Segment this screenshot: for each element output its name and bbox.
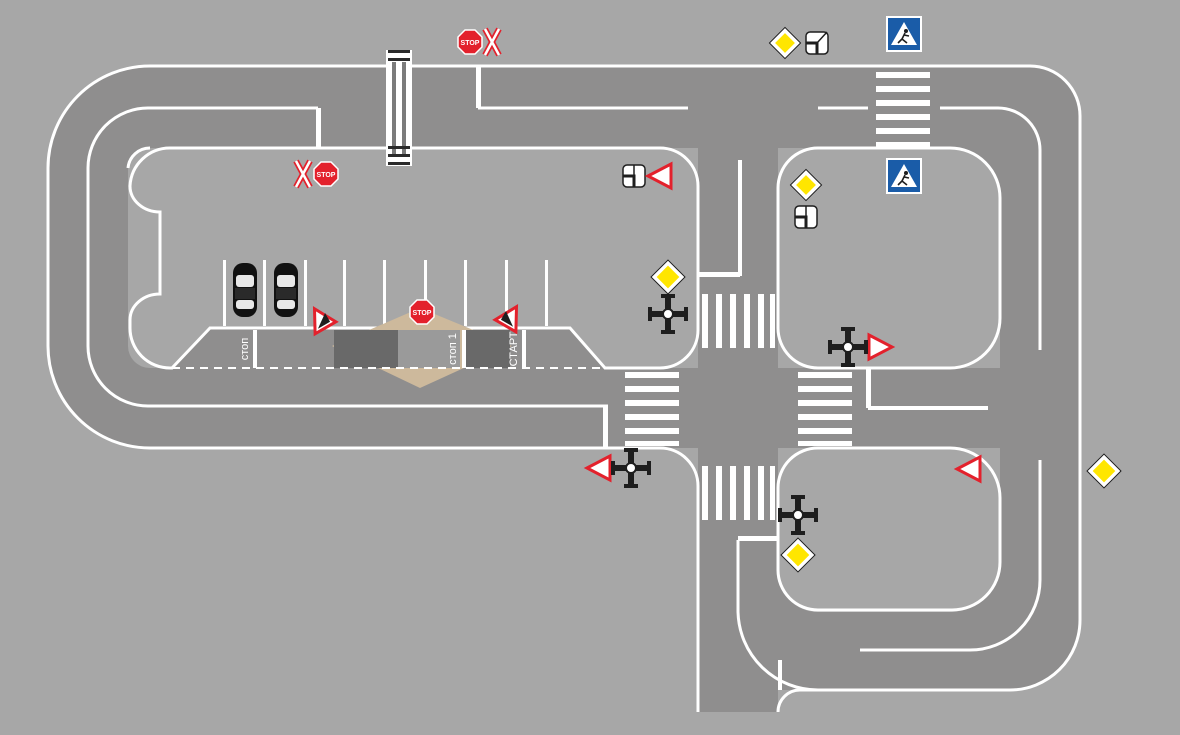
parked-car	[233, 263, 257, 317]
main-road-sign	[789, 168, 823, 202]
crosswalk-west	[625, 372, 679, 446]
parked-car	[274, 263, 298, 317]
main-road-sign	[650, 259, 686, 295]
yield-sign	[644, 161, 673, 191]
island-lower-right	[776, 446, 1002, 612]
main-road-direction-sign	[794, 205, 818, 229]
start-label: СТАРТ	[508, 331, 520, 366]
traffic-islands	[128, 146, 1002, 612]
stop-1-label: стоп 1	[447, 333, 459, 365]
yield-sign	[953, 454, 982, 484]
island-main	[128, 146, 700, 370]
crosswalk-south	[702, 466, 775, 520]
stop-sign: STOP	[313, 161, 339, 187]
pedestrian-crossing-sign	[886, 16, 922, 52]
stop-lines	[316, 66, 988, 690]
svg-text:STOP: STOP	[413, 310, 432, 317]
ramp-lines	[253, 330, 526, 368]
railway-crossing	[386, 50, 412, 166]
yield-sign	[867, 332, 896, 362]
stop-sign: STOP	[409, 299, 435, 325]
main-road-direction-sign	[622, 164, 646, 188]
svg-text:STOP: STOP	[317, 172, 336, 179]
main-road-sign	[768, 26, 802, 60]
hill-ramp	[332, 308, 512, 388]
stop-sign: STOP	[457, 29, 483, 55]
pedestrian-crossing-sign	[886, 158, 922, 194]
crosswalk-north	[702, 294, 775, 348]
yield-sign	[583, 453, 612, 483]
steep-grade-sign	[492, 304, 519, 335]
edge-lines	[46, 64, 1082, 713]
railway-cross-sign	[293, 159, 313, 189]
parking-lines	[223, 260, 548, 326]
main-road-sign	[780, 537, 816, 573]
island-upper-right	[776, 146, 1002, 370]
road-surface	[48, 66, 1080, 712]
steep-grade-sign	[312, 306, 339, 337]
railway-cross-sign	[482, 27, 502, 57]
main-road-direction-sign	[805, 31, 829, 55]
crosswalk-east	[798, 372, 852, 446]
stop-line-label: стоп	[239, 338, 251, 361]
crosswalk-top	[876, 72, 930, 147]
main-road-sign	[1086, 453, 1122, 489]
svg-text:STOP: STOP	[461, 40, 480, 47]
